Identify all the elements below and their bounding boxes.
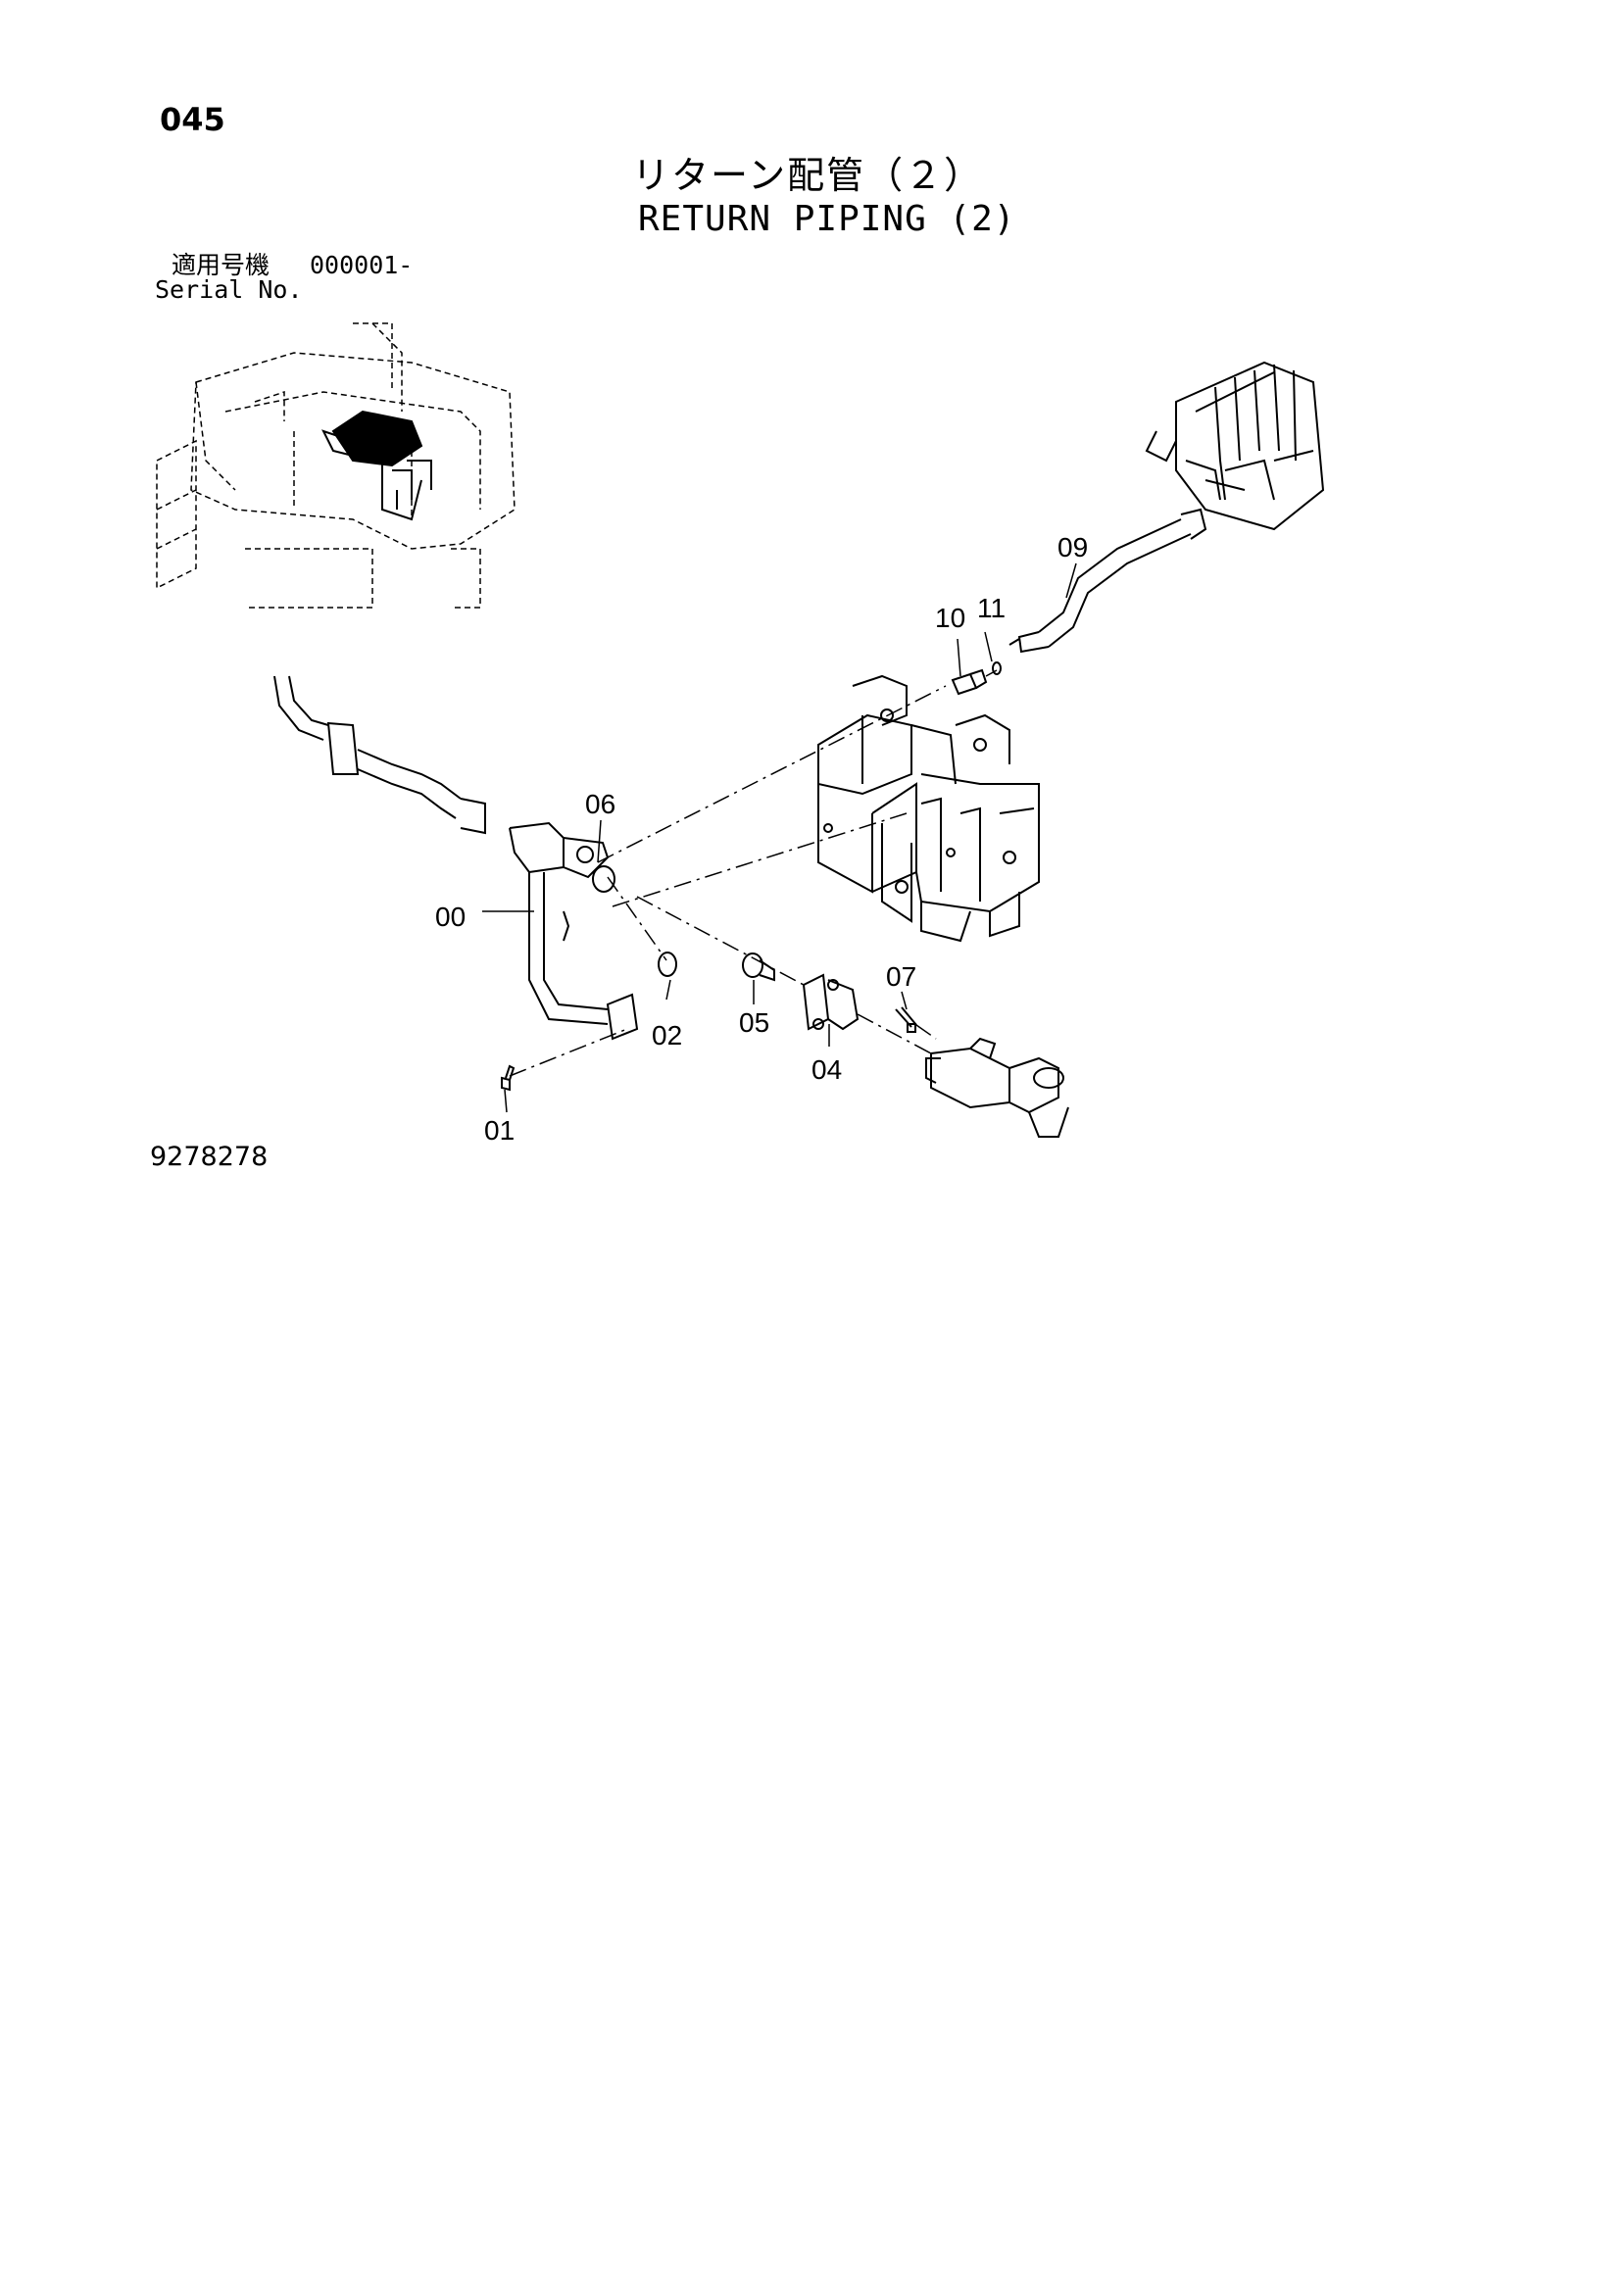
callout-05: 05	[739, 1007, 769, 1038]
bolt-07	[895, 1006, 917, 1033]
callout-11: 11	[977, 593, 1006, 623]
page-number: 045	[160, 101, 225, 138]
control-valve-assembly	[1145, 361, 1325, 531]
pipe-00	[509, 821, 639, 1041]
locator-highlighted-piping	[321, 410, 432, 521]
callout-01: 01	[484, 1115, 515, 1146]
callout-10: 10	[935, 603, 965, 633]
leader-lines	[482, 562, 1077, 1113]
machine-locator-thumbnail	[156, 322, 516, 609]
spacer-05	[742, 953, 775, 982]
serial-range: 000001-	[310, 251, 414, 279]
drawing-number: 9278278	[150, 1142, 269, 1172]
callout-04: 04	[811, 1054, 842, 1085]
o-ring-02	[658, 952, 677, 977]
title-japanese: リターン配管（２）	[632, 154, 984, 197]
callout-09: 09	[1057, 532, 1088, 562]
bolt-01	[501, 1064, 516, 1092]
hose-09	[1008, 508, 1207, 654]
serial-label-english: Serial No.	[155, 275, 303, 304]
o-ring-11	[992, 661, 1002, 675]
o-ring-06	[592, 865, 615, 893]
callout-07: 07	[886, 961, 916, 992]
callout-06: 06	[585, 789, 615, 819]
flange-04	[802, 973, 860, 1031]
callout-00: 00	[435, 902, 466, 932]
assembly-lines	[509, 669, 998, 1077]
valve-body-assembly	[817, 674, 1040, 943]
serial-label-japanese: 適用号機	[172, 251, 270, 279]
fitting-10	[951, 668, 988, 696]
elbow-pipe	[273, 675, 486, 835]
callout-02: 02	[652, 1020, 682, 1050]
manifold-fitting	[925, 1037, 1069, 1138]
title-english: RETURN PIPING (2)	[638, 199, 1016, 239]
